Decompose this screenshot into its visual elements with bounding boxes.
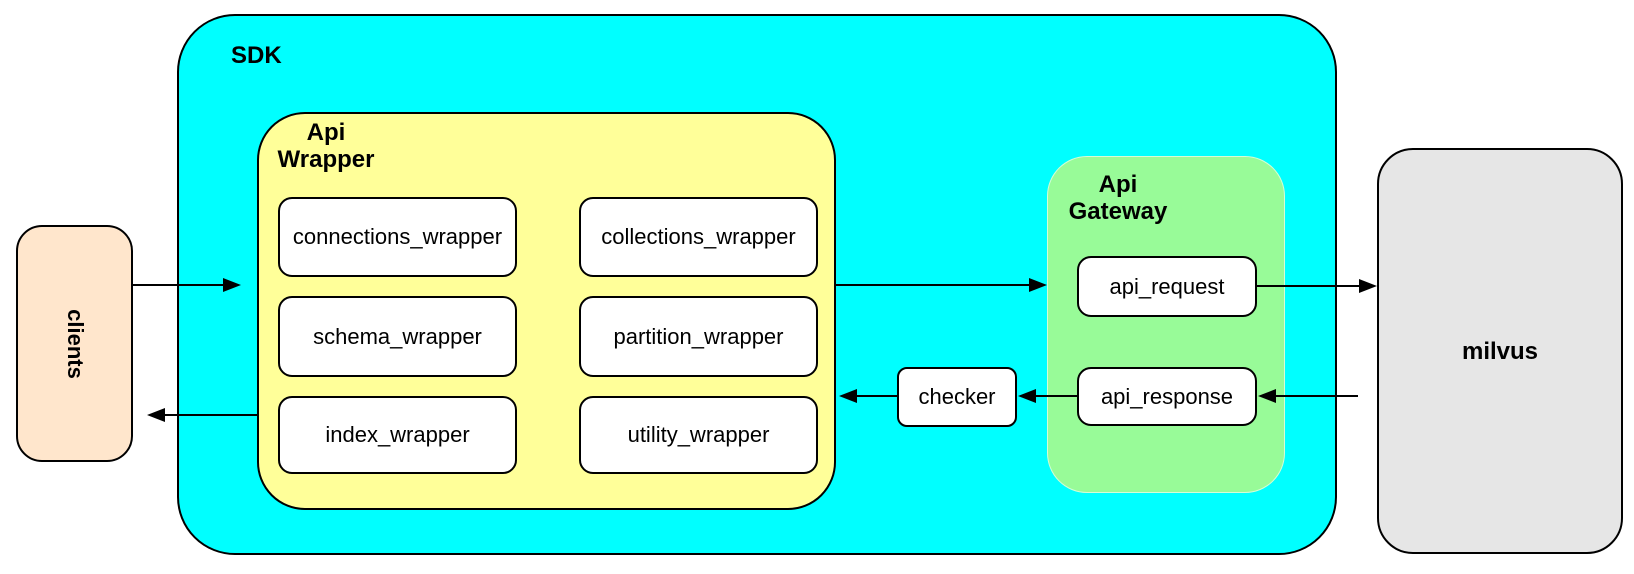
index-wrapper-node: index_wrapper <box>278 396 517 474</box>
collections-wrapper-node: collections_wrapper <box>579 197 818 277</box>
clients-label: clients <box>62 308 88 379</box>
api-gateway-label-line1: Api <box>1098 171 1138 198</box>
api-gateway-label-line2: Gateway <box>1068 198 1168 225</box>
connections-wrapper-node: connections_wrapper <box>278 197 517 277</box>
api-gateway-label: Api Gateway <box>1068 171 1168 225</box>
api-request-node: api_request <box>1077 256 1257 317</box>
api-wrapper-label-line2: Wrapper <box>277 146 375 173</box>
milvus-node: milvus <box>1377 148 1623 554</box>
api-response-node: api_response <box>1077 367 1257 426</box>
schema-wrapper-node: schema_wrapper <box>278 296 517 377</box>
api-wrapper-label: Api Wrapper <box>271 119 381 173</box>
utility-wrapper-node: utility_wrapper <box>579 396 818 474</box>
milvus-label: milvus <box>1461 337 1539 365</box>
partition-wrapper-node: partition_wrapper <box>579 296 818 377</box>
api-wrapper-label-line1: Api <box>306 119 346 146</box>
clients-node: clients <box>16 225 133 462</box>
api-gateway-container: Api Gateway <box>1047 156 1285 493</box>
sdk-label: SDK <box>231 42 282 69</box>
checker-node: checker <box>897 367 1017 427</box>
